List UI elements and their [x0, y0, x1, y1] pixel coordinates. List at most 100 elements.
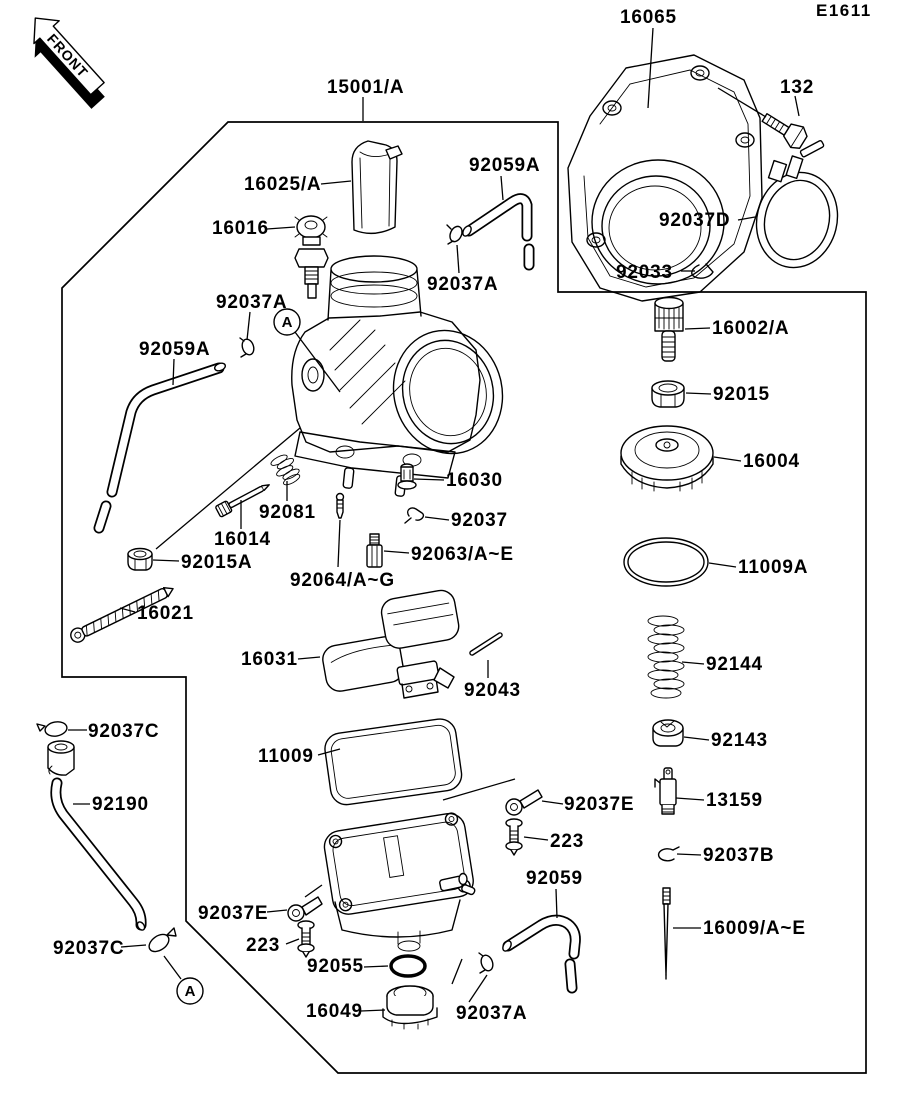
label-92059A-left: 92059A: [139, 339, 210, 360]
label-92015: 92015: [713, 384, 770, 405]
part-16031-float-drawing: [322, 589, 460, 699]
label-92037E-left: 92037E: [198, 903, 268, 924]
label-92190: 92190: [92, 794, 149, 815]
leader-92064AG: [337, 519, 341, 568]
part-92081-spring-drawing: [270, 454, 301, 486]
part-15001A-carburetor-drawing: [291, 255, 504, 497]
part-92037-clip-drawing: [404, 507, 425, 524]
leader-16004: [713, 456, 742, 462]
view-callout-a-top-letter: A: [282, 314, 293, 331]
part-13159-needle-valve-drawing: [654, 767, 677, 815]
leader-13159: [675, 797, 705, 801]
part-223-left-screw-drawing: [297, 920, 315, 958]
label-223-left: 223: [246, 935, 280, 956]
part-92015A-nut-drawing: [127, 547, 153, 571]
leader-92037: [424, 516, 450, 521]
label-11009A: 11009A: [738, 557, 808, 578]
part-92033-clip-drawing: [691, 263, 714, 279]
part-92144-spring-drawing: [647, 615, 685, 699]
label-92144: 92144: [706, 654, 763, 675]
label-13159: 13159: [706, 790, 763, 811]
label-92037A-bottom: 92037A: [456, 1003, 527, 1024]
part-16021-screw-drawing: [70, 586, 174, 643]
part-11009A-oring-drawing: [623, 537, 709, 587]
part-92043-float-pin-drawing: [469, 632, 503, 656]
leader-92059A-left: [172, 358, 175, 386]
part-92190-hose-drawing: [50, 777, 147, 931]
label-92037E-right: 92037E: [564, 794, 634, 815]
leader-92037D: [737, 216, 756, 221]
label-16002A: 16002/A: [712, 318, 789, 339]
label-92059A-top: 92059A: [469, 155, 540, 176]
leader-92059A-top: [500, 175, 504, 201]
label-92015A: 92015A: [181, 552, 252, 573]
label-92037B: 92037B: [703, 845, 774, 866]
label-92037A-left: 92037A: [216, 292, 287, 313]
leader-92037E-left-to-bowl: [304, 884, 323, 898]
label-11009: 11009: [258, 746, 314, 767]
label-16049: 16049: [306, 1001, 363, 1022]
part-16009AE-jet-needle-drawing: [662, 887, 671, 980]
label-92064AG: 92064/A~G: [290, 570, 395, 591]
label-15001A: 15001/A: [327, 77, 404, 98]
part-92037B-clip-drawing: [657, 846, 680, 862]
part-11009-gasket-drawing: [324, 718, 463, 806]
leader-92037A-top: [456, 244, 460, 274]
label-132: 132: [780, 77, 814, 98]
leader-92143: [683, 736, 710, 741]
leader-92015: [685, 392, 712, 395]
label-92037: 92037: [451, 510, 508, 531]
label-92037D: 92037D: [659, 210, 730, 231]
part-92037A-top-clip-drawing: [446, 224, 463, 245]
part-92063AE-jet-drawing: [366, 533, 383, 568]
label-16014: 16014: [214, 529, 271, 550]
label-16031: 16031: [241, 649, 298, 670]
leader-92037A-bottom: [468, 974, 488, 1003]
leader-16002A: [684, 327, 711, 330]
page-code: E1611: [816, 1, 872, 20]
part-16049-drain-plug-drawing: [382, 985, 438, 1030]
hose-fitting-drawing: [47, 740, 75, 776]
label-16009AE: 16009/A~E: [703, 918, 806, 939]
leader-92144: [681, 661, 705, 665]
front-arrow-icon: [33, 17, 105, 96]
part-92037D-clamp-drawing: [755, 140, 839, 269]
leader-16065: [647, 27, 654, 109]
label-16025A: 16025/A: [244, 174, 321, 195]
label-92143: 92143: [711, 730, 768, 751]
label-16021: 16021: [137, 603, 194, 624]
leader-callout-a-top: [294, 331, 341, 393]
leader-16021: [119, 607, 136, 613]
leader-92037B: [676, 853, 702, 856]
part-92037C-top-clamp-drawing: [36, 721, 68, 737]
leader-92015A: [152, 559, 180, 562]
leader-11009: [317, 748, 341, 756]
part-92059-hose-drawing: [502, 914, 581, 994]
label-92043: 92043: [464, 680, 521, 701]
leader-92059: [555, 888, 558, 919]
view-callout-a-bottom-letter: A: [185, 983, 196, 1000]
leader-16031: [297, 656, 321, 660]
leader-223-left: [285, 938, 300, 945]
leader-92037E-right: [541, 800, 564, 805]
leader-223-right: [523, 836, 549, 841]
leader-11009A: [708, 562, 737, 568]
part-223-right-screw-drawing: [505, 818, 523, 856]
leader-bowl-to-92037A-bottom: [451, 958, 463, 985]
part-16030-plug-drawing: [397, 463, 417, 490]
parts-box-border: [61, 121, 867, 1074]
part-132-bolt-drawing: [761, 112, 808, 149]
leader-16025A: [320, 180, 352, 185]
label-16004: 16004: [743, 451, 800, 472]
front-direction-marker: FRONT: [33, 17, 105, 109]
float-bowl-drawing: [323, 812, 476, 952]
leader-92055: [363, 965, 389, 968]
part-92037A-left-clip-drawing: [239, 337, 255, 358]
label-16030: 16030: [446, 470, 503, 491]
leader-bowl-spigot: [442, 778, 516, 801]
label-92059: 92059: [526, 868, 583, 889]
part-92037E-right-bracket-drawing: [505, 789, 543, 816]
part-16025A-throttle-slide-drawing: [351, 140, 403, 235]
leader-16049: [360, 1009, 386, 1012]
